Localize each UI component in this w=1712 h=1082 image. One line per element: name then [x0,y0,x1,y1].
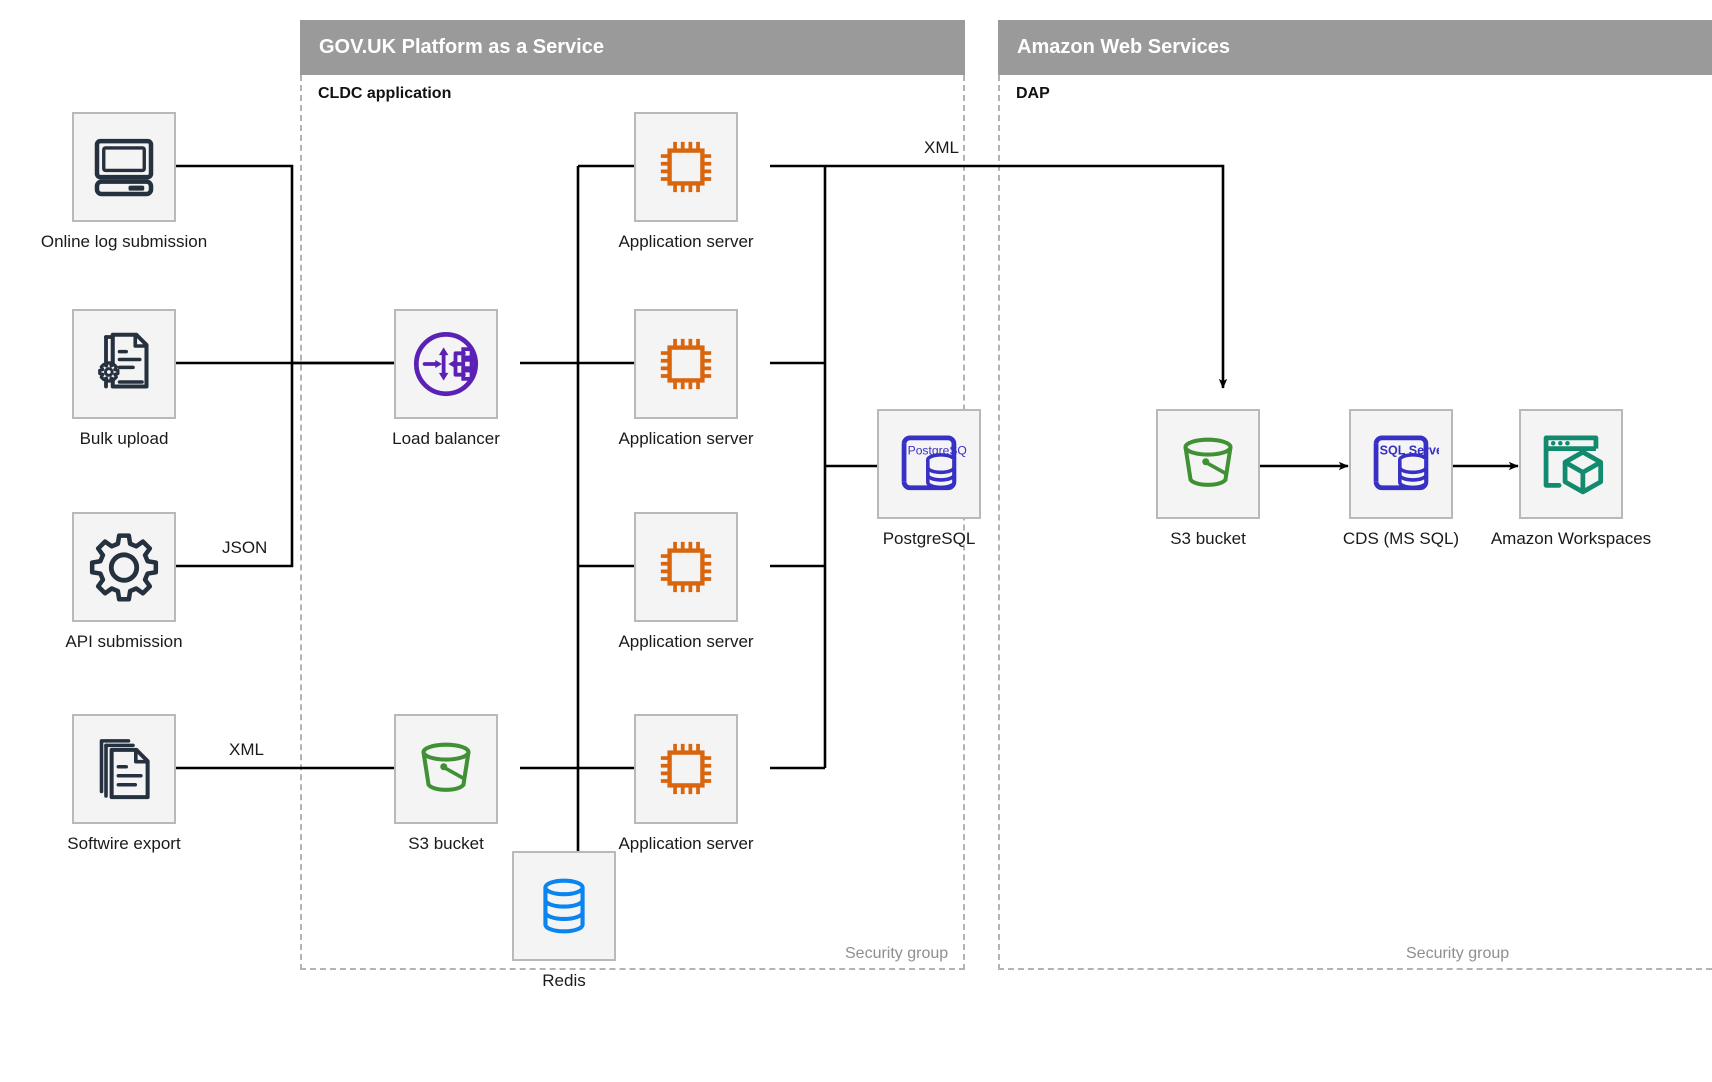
node-label-s3-bucket-paas: S3 bucket [408,834,484,853]
node-box-app-server-1[interactable] [634,112,738,222]
node-box-app-server-4[interactable] [634,714,738,824]
group-title-aws: Amazon Web Services [1017,36,1231,58]
svg-text:SQL Server: SQL Server [1380,444,1439,458]
cpu-chip-icon [660,338,712,390]
node-box-softwire-export[interactable] [72,714,176,824]
amazon-workspaces-icon [1543,435,1604,495]
node-box-load-balancer[interactable] [394,309,498,419]
database-cylinder-icon [543,878,585,934]
edge-label-xml-dap: XML [920,138,963,158]
node-box-postgresql[interactable]: PostgreSQL [877,409,981,519]
node-label-cds-ms-sql: CDS (MS SQL) [1342,529,1460,548]
node-label-bulk-upload: Bulk upload [79,429,169,448]
node-label-app-server-1: Application server [618,232,754,251]
node-box-s3-bucket-paas[interactable] [394,714,498,824]
node-label-amazon-workspaces: Amazon Workspaces [1490,529,1652,548]
node-label-redis: Redis [542,971,586,990]
node-label-softwire-export: Softwire export [67,834,181,853]
node-box-s3-bucket-aws[interactable] [1156,409,1260,519]
s3-bucket-icon [1183,437,1233,487]
node-box-online-log-submission[interactable] [72,112,176,222]
node-label-online-log-submission: Online log submission [40,232,208,251]
node-box-app-server-2[interactable] [634,309,738,419]
cpu-chip-icon [660,541,712,593]
node-box-app-server-3[interactable] [634,512,738,622]
group-header-aws: Amazon Web Services [998,20,1712,75]
cpu-chip-icon [660,141,712,193]
load-balancer-icon [413,331,479,397]
group-sublabel-cldc: CLDC application [318,85,452,102]
node-box-cds-ms-sql[interactable]: SQL Server [1349,409,1453,519]
node-label-postgresql: PostgreSQL [882,529,976,548]
group-body-paas [300,75,965,970]
edge-label-xml-softwire: XML [225,740,268,760]
svg-text:PostgreSQL: PostgreSQL [908,444,967,458]
node-box-redis[interactable] [512,851,616,961]
node-label-app-server-4: Application server [618,834,754,853]
node-box-bulk-upload[interactable] [72,309,176,419]
security-group-label-aws: Security group [1406,945,1510,962]
group-body-aws [998,75,1712,970]
node-label-s3-bucket-aws: S3 bucket [1170,529,1246,548]
s3-bucket-icon [421,742,471,792]
cpu-chip-icon [660,743,712,795]
gear-icon [89,533,159,602]
group-header-paas: GOV.UK Platform as a Service [300,20,965,75]
document-gear-icon [98,332,149,389]
node-box-api-submission[interactable] [72,512,176,622]
node-label-app-server-3: Application server [618,632,754,651]
postgresql-icon: PostgreSQL [901,435,967,491]
node-label-load-balancer: Load balancer [392,429,500,448]
node-box-amazon-workspaces[interactable] [1519,409,1623,519]
edge-label-json: JSON [218,538,272,558]
node-label-api-submission: API submission [65,632,183,651]
group-sublabel-dap: DAP [1016,85,1050,102]
security-group-label-paas: Security group [845,945,949,962]
desktop-computer-icon [94,138,154,197]
document-stack-icon [99,739,150,800]
sql-server-icon: SQL Server [1373,435,1439,491]
group-title-paas: GOV.UK Platform as a Service [319,36,604,58]
node-label-app-server-2: Application server [618,429,754,448]
